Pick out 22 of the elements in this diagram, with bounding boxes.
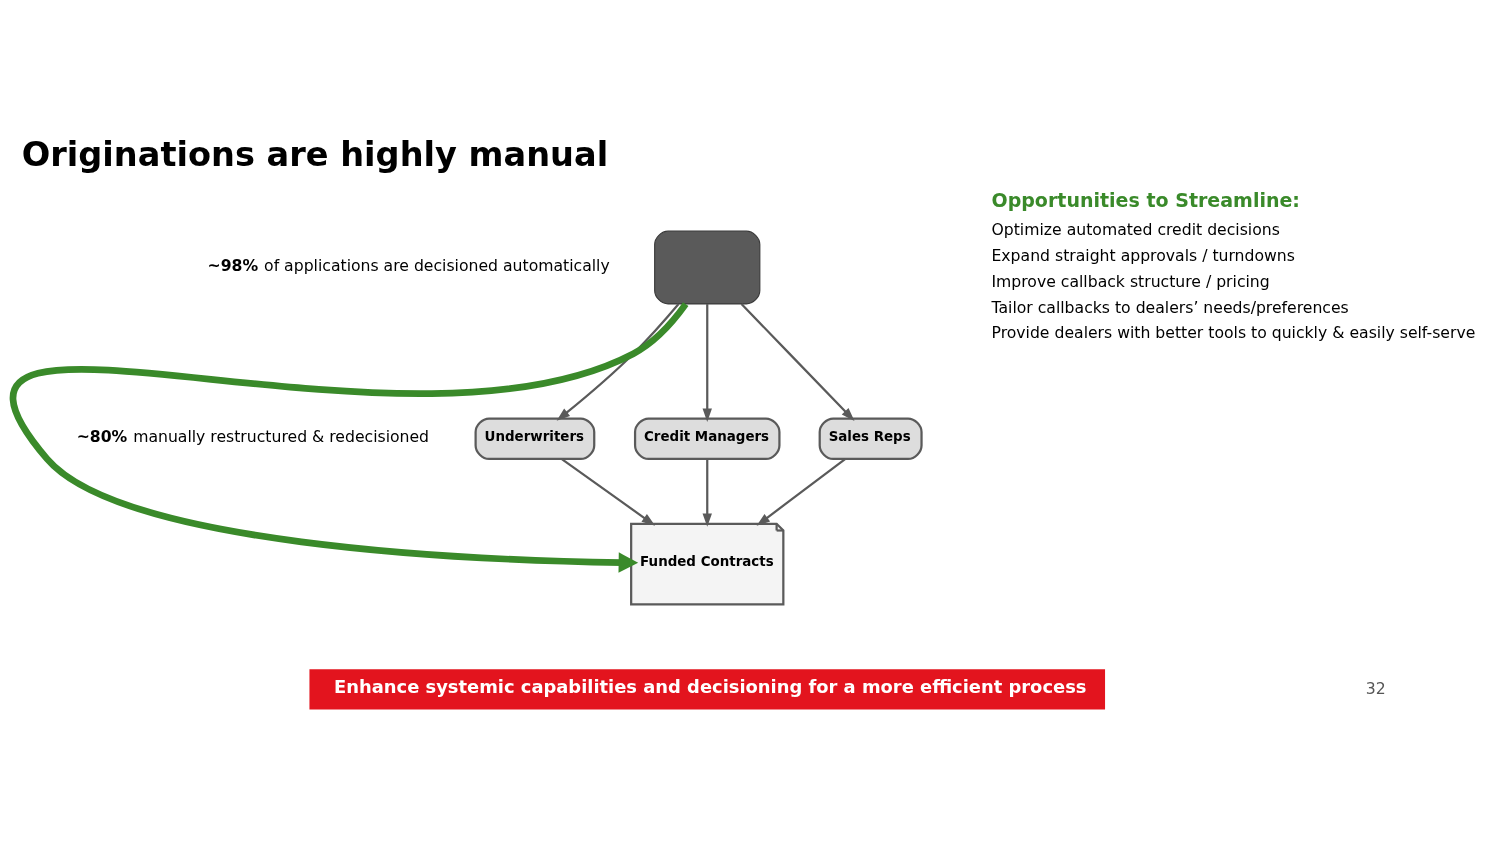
arrow [702, 303, 712, 422]
caption: Enhance systemic capabilities and decisioning for a more efficient process [334, 675, 1087, 697]
label: Expand straight approvals / turndowns [991, 245, 1295, 265]
label: Opportunities to Streamline: [991, 188, 1300, 211]
arrow [11, 301, 689, 573]
label: 32 [1365, 678, 1386, 698]
arrow [702, 458, 712, 527]
diagram-title: Originations are highly manual [21, 134, 609, 174]
label: Improve callback structure / pricing [991, 271, 1270, 291]
arrow [556, 302, 680, 421]
arrow [561, 457, 656, 526]
node-laptop [654, 230, 761, 304]
node-box: Underwriters [474, 416, 596, 460]
label: ~80% manually restructured & redecisioned [76, 426, 430, 446]
label: Optimize automated credit decisions [991, 219, 1280, 239]
arrow [756, 457, 846, 526]
label: Tailor callbacks to dealers’ needs/preferences [991, 297, 1349, 316]
node-label: ~98% of applications are decisioned automatically [207, 255, 610, 275]
node-box: Sales Reps [818, 416, 923, 460]
label: Provide dealers with better tools to quickly & easily self-serve [991, 322, 1476, 342]
node-box: Credit Managers [633, 416, 781, 460]
arrow [740, 302, 855, 421]
